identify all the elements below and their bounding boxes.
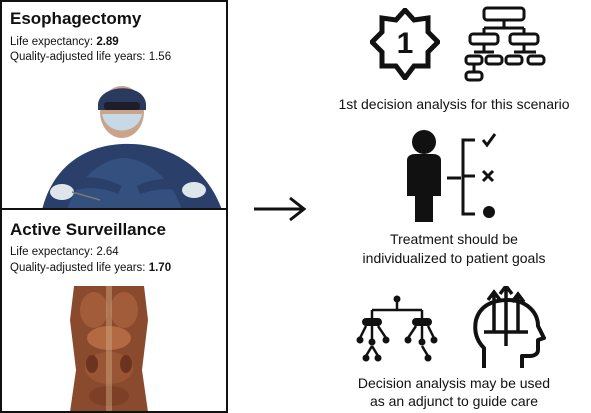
esophagectomy-qaly: Quality-adjusted life years: 1.56 <box>10 51 171 63</box>
number-one-badge-icon: 1 <box>370 8 440 80</box>
qaly-label: Quality-adjusted life years: <box>10 51 149 63</box>
life-expectancy-value: 2.64 <box>96 246 119 258</box>
qaly-label: Quality-adjusted life years: <box>10 262 149 274</box>
finding-caption-line: Treatment should be <box>390 231 518 247</box>
hierarchy-chart-icon <box>464 6 546 82</box>
qaly-value: 1.56 <box>148 51 172 63</box>
finding-caption-3: Decision analysis may be used as an adju… <box>331 374 577 410</box>
decision-tree-icon <box>356 295 438 362</box>
life-expectancy-label: Life expectancy: <box>10 36 97 48</box>
surveillance-qaly: Quality-adjusted life years: 1.70 <box>10 262 171 274</box>
right-arrow-icon <box>254 196 307 222</box>
finding-caption-line: as an adjunct to guide care <box>369 393 539 409</box>
finding-caption-2: Treatment should be individualized to pa… <box>331 230 577 268</box>
surgeon-illustration <box>42 86 222 208</box>
badge-number: 1 <box>397 27 414 60</box>
esophagectomy-panel: Esophagectomy Life expectancy: 2.89 Qual… <box>0 0 228 210</box>
life-expectancy-value: 2.89 <box>96 36 119 48</box>
esophagectomy-title: Esophagectomy <box>10 9 142 28</box>
life-expectancy-label: Life expectancy: <box>10 246 97 258</box>
head-with-arrows-icon <box>473 286 546 368</box>
surveillance-panel: Active Surveillance Life expectancy: 2.6… <box>0 208 228 413</box>
finding-caption-line: 1st decision analysis for this scenario <box>338 96 570 112</box>
surveillance-life-expectancy: Life expectancy: 2.64 <box>10 246 119 258</box>
esophagectomy-life-expectancy: Life expectancy: 2.89 <box>10 36 119 48</box>
anatomy-torso-illustration <box>70 286 148 411</box>
finding-caption-line: individualized to patient goals <box>362 250 546 266</box>
person-choices-icon <box>407 130 497 222</box>
qaly-value: 1.70 <box>148 262 172 274</box>
finding-caption-line: Decision analysis may be used <box>357 375 551 391</box>
surveillance-title: Active Surveillance <box>10 220 166 239</box>
finding-caption-1: 1st decision analysis for this scenario <box>331 96 577 112</box>
